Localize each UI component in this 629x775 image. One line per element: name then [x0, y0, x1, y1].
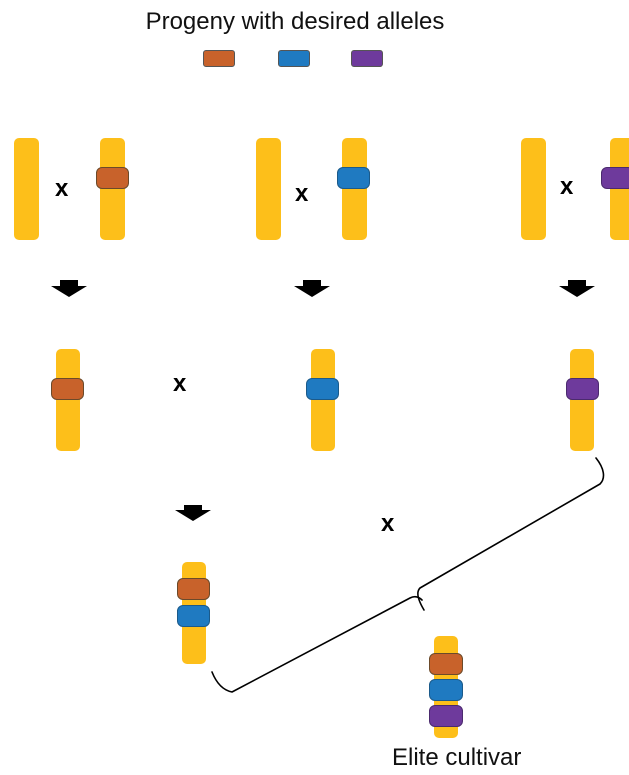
cross-symbol-row1-a: x [55, 175, 69, 202]
legend-swatch-allele-1 [203, 50, 235, 67]
allele-1-on-combined [177, 578, 210, 600]
parent-chromosome-donor-1 [100, 138, 125, 240]
parent-chromosome-donor-3 [610, 138, 629, 240]
bottom-bracket [211, 595, 423, 693]
allele-2-on-combined [177, 605, 210, 627]
allele-1-on-donor [96, 167, 129, 189]
cross-symbol-row1-b: x [295, 180, 309, 207]
diagram-title: Progeny with desired alleles [145, 8, 445, 35]
parent-chromosome-plain-3 [521, 138, 546, 240]
progeny-chromosome-2 [311, 349, 335, 451]
parent-chromosome-plain-2 [256, 138, 281, 240]
down-arrow-2 [294, 280, 330, 297]
cross-symbol-row1-c: x [560, 173, 574, 200]
allele-2-on-donor [337, 167, 370, 189]
allele-3-on-elite [429, 705, 463, 727]
elite-cultivar-label: Elite cultivar [392, 744, 522, 771]
down-arrow-1 [51, 280, 87, 297]
down-arrow-4 [175, 505, 211, 521]
progeny-chromosome-1 [56, 349, 80, 451]
allele-2-on-elite [429, 679, 463, 701]
allele-3-on-progeny [566, 378, 599, 400]
progeny-chromosome-3 [570, 349, 594, 451]
allele-3-on-donor [601, 167, 629, 189]
allele-1-on-progeny [51, 378, 84, 400]
legend-swatch-allele-2 [278, 50, 310, 67]
parent-chromosome-donor-2 [342, 138, 367, 240]
right-bracket [417, 457, 605, 611]
down-arrow-3 [559, 280, 595, 297]
allele-2-on-progeny [306, 378, 339, 400]
parent-chromosome-plain-1 [14, 138, 39, 240]
cross-symbol-row2: x [173, 370, 187, 397]
cross-symbol-row3: x [381, 510, 395, 537]
allele-1-on-elite [429, 653, 463, 675]
legend-swatch-allele-3 [351, 50, 383, 67]
